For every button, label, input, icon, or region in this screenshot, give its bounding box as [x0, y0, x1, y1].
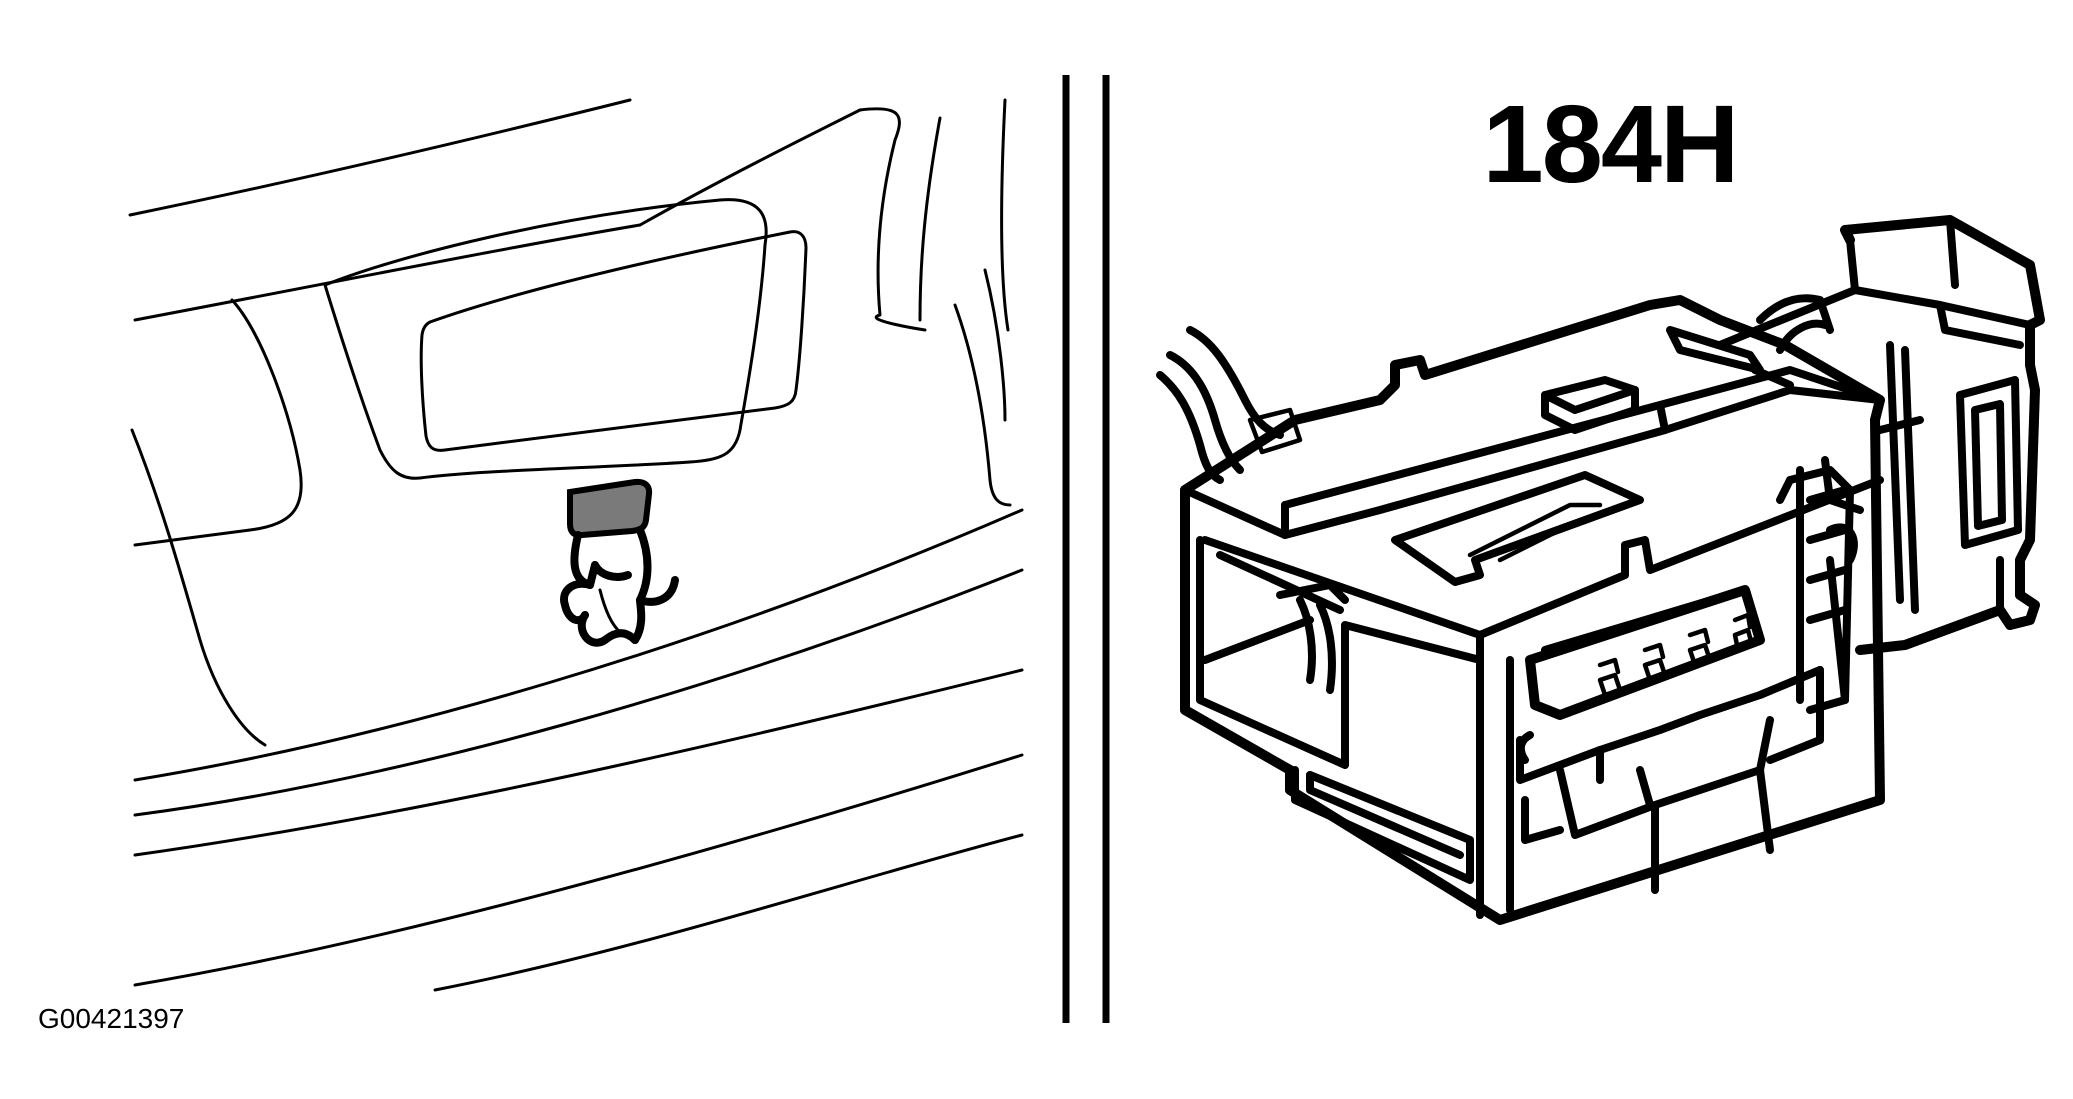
- connector-id-label: 184H: [1482, 83, 1740, 206]
- connector-terminals: [1597, 612, 1755, 698]
- double-separator-rule: [1062, 75, 1110, 1023]
- trunk-switch-component: [560, 478, 679, 647]
- vehicle-rear-panel-drawing: [128, 98, 1024, 992]
- connector-drawing: [1156, 215, 2045, 925]
- figure-id-label: G00421397: [38, 1003, 185, 1034]
